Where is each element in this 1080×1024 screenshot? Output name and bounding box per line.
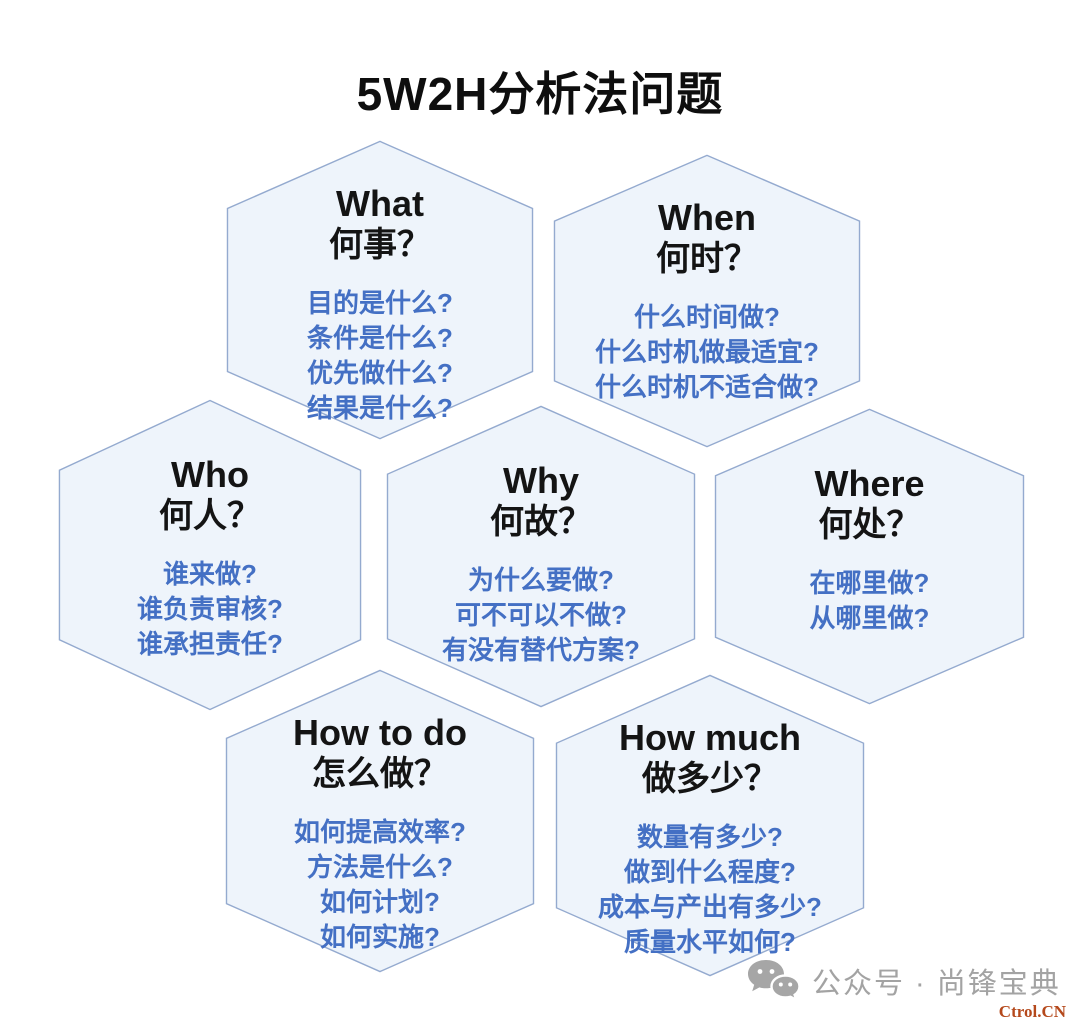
hexagon-how-much: How much 做多少？ 数量有多少? 做到什么程度? 成本与产出有多少? 质量水平… [554,673,866,978]
question-item: 谁承担责任? [137,629,283,660]
question-list: 目的是什么? 条件是什么? 优先做什么? 结果是什么? [307,286,453,426]
hexagon-subtitle: 何处？ [818,506,921,545]
hexagon-how-to-do: How to do 怎么做？ 如何提高效率? 方法是什么? 如何计划? 如何实施? [224,668,536,974]
hexagon-title: Why [503,460,579,501]
question-item: 谁来做? [163,559,257,590]
hexagon-subtitle: 何事？ [329,226,431,265]
hexagon-title: Who [171,454,249,495]
hexagon-shape [713,407,1026,706]
hexagon-subtitle: 怎么做？ [312,755,448,794]
question-item: 目的是什么? [307,288,453,319]
hexagon-subtitle: 何时？ [656,240,758,279]
hexagon-subtitle: 何人？ [159,497,261,536]
hexagon-title: How to do [293,712,467,753]
hexagon-title: How much [618,717,801,758]
hexagon-title: Where [814,463,925,504]
hexagon-title: What [336,183,424,224]
hexagon-where: Where 何处？ 在哪里做? 从哪里做? [713,407,1026,706]
question-list: 数量有多少? 做到什么程度? 成本与产出有多少? 质量水平如何? [598,820,822,960]
hexagon-who: Who 何人？ 谁来做? 谁负责审核? 谁承担责任? [57,398,363,712]
hexagon-shape [554,673,866,978]
question-item: 如何提高效率? [294,817,466,848]
hexagon-title: When [658,197,756,238]
hexagon-when: When 何时？ 什么时间做? 什么时机做最适宜? 什么时机不适合做? [552,153,862,449]
question-item: 谁负责审核? [137,594,283,625]
question-list: 谁来做? 谁负责审核? 谁承担责任? [137,557,283,662]
corner-mark: Ctrol.CN [998,1002,1066,1021]
hexagon-subtitle: 做多少？ [642,760,778,799]
question-item: 如何计划? [320,887,440,918]
question-item: 数量有多少? [637,822,783,853]
question-item: 有没有替代方案? [442,635,640,666]
question-list: 什么时间做? 什么时机做最适宜? 什么时机不适合做? [595,300,819,405]
question-item: 在哪里做? [809,568,930,599]
hexagon-subtitle: 何故？ [490,503,592,542]
wechat-icon [748,960,800,1003]
diagram-title: 5W2H分析法问题 [356,68,724,120]
question-item: 从哪里做? [809,603,930,634]
question-item: 为什么要做? [468,565,614,596]
question-item: 可不可以不做? [455,600,627,631]
question-list: 为什么要做? 可不可以不做? 有没有替代方案? [442,563,640,668]
watermark-label: 公众号 · 尚锋宝典 [812,968,1061,1000]
question-list: 在哪里做? 从哪里做? [810,566,930,636]
hexagon-shape [385,404,697,709]
hexagon-shape [552,153,862,449]
question-item: 成本与产出有多少? [598,892,822,923]
question-item: 质量水平如何? [624,927,796,958]
question-item: 做到什么程度? [624,857,796,888]
hexagon-shape [225,139,535,441]
question-item: 优先做什么? [307,358,453,389]
question-item: 条件是什么? [307,323,453,354]
hexagon-what: What 何事？ 目的是什么? 条件是什么? 优先做什么? 结果是什么? [225,139,535,441]
question-item: 方法是什么? [307,852,453,883]
hexagon-shape [224,668,536,974]
hexagon-shape [57,398,363,712]
question-item: 如何实施? [320,922,440,953]
question-item: 什么时机不适合做? [595,372,819,403]
hexagon-why: Why 何故？ 为什么要做? 可不可以不做? 有没有替代方案? [385,404,697,709]
question-item: 什么时机做最适宜? [595,337,819,368]
question-item: 结果是什么? [307,393,453,424]
watermark: 公众号 · 尚锋宝典 [746,958,1061,1004]
question-list: 如何提高效率? 方法是什么? 如何计划? 如何实施? [294,815,466,955]
question-item: 什么时间做? [634,302,780,333]
